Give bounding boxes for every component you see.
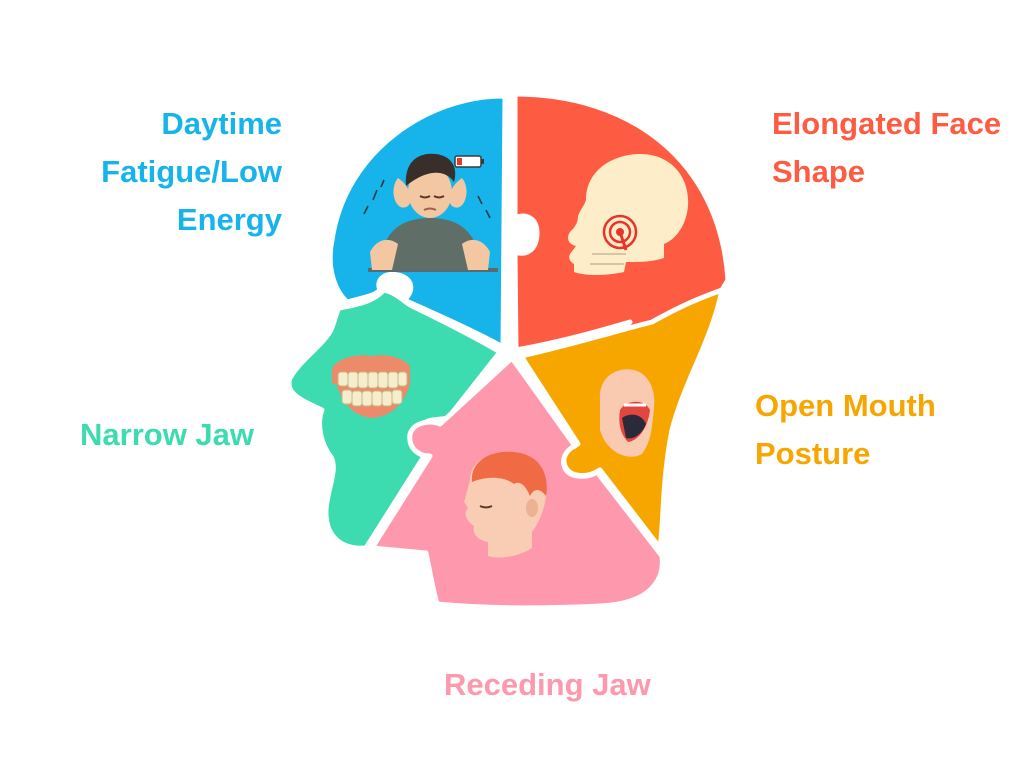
label-daytime-fatigue: Daytime Fatigue/Low Energy xyxy=(101,106,282,237)
tired-person-icon xyxy=(363,153,498,272)
label-elongated-face: Elongated Face Shape xyxy=(772,106,1002,189)
label-narrow-jaw: Narrow Jaw xyxy=(80,417,255,452)
skull-icon xyxy=(568,154,689,275)
label-receding-jaw: Receding Jaw xyxy=(444,667,651,702)
teeth-icon xyxy=(332,355,410,418)
label-open-mouth: Open Mouth Posture xyxy=(755,388,936,471)
head-profile-icon xyxy=(464,451,547,558)
puzzle-piece-narrow xyxy=(286,287,503,551)
open-mouth-icon xyxy=(599,369,655,457)
